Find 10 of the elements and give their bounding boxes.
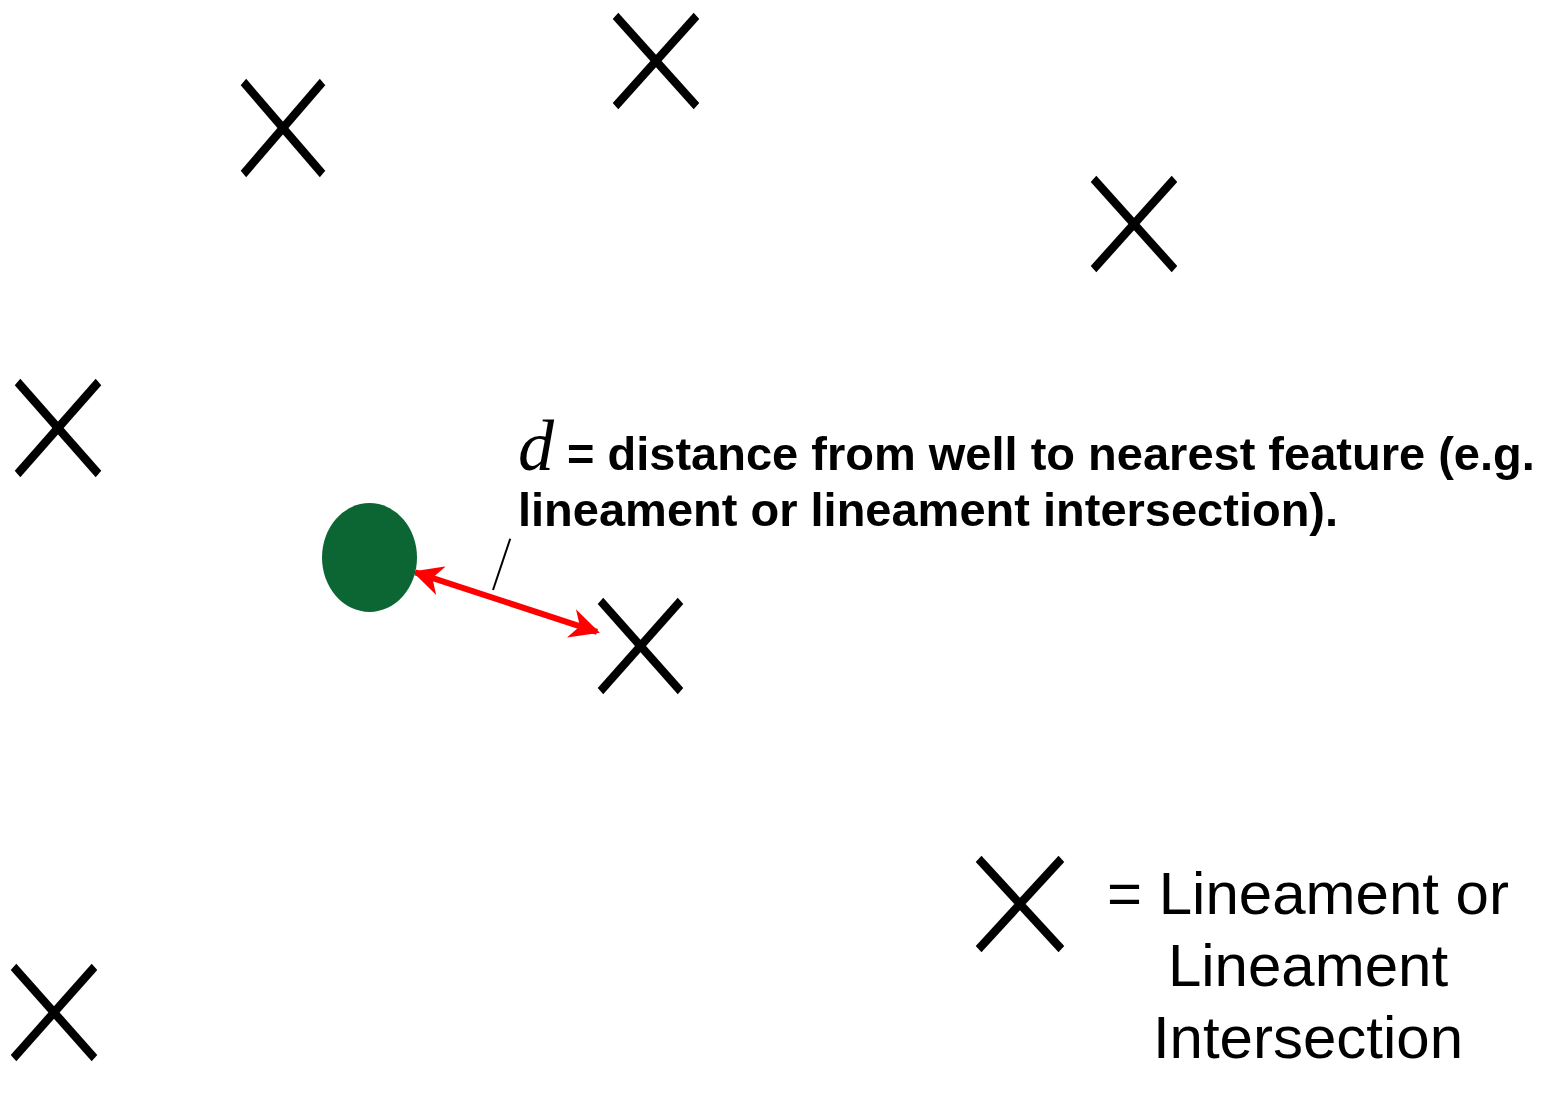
well-dot (322, 503, 417, 612)
cross-mark (1090, 175, 1178, 273)
cross-mark (597, 597, 684, 695)
definition-text: d = distance from well to nearest feature (e.g. lineament or lineament intersection). (500, 418, 1550, 539)
cross-mark (14, 378, 102, 478)
cross-mark (10, 963, 98, 1062)
legend-text: = Lineament or Lineament Intersection (1106, 859, 1510, 1073)
leader-line (492, 537, 512, 591)
cross-mark (240, 78, 326, 178)
cross-mark (612, 12, 700, 110)
